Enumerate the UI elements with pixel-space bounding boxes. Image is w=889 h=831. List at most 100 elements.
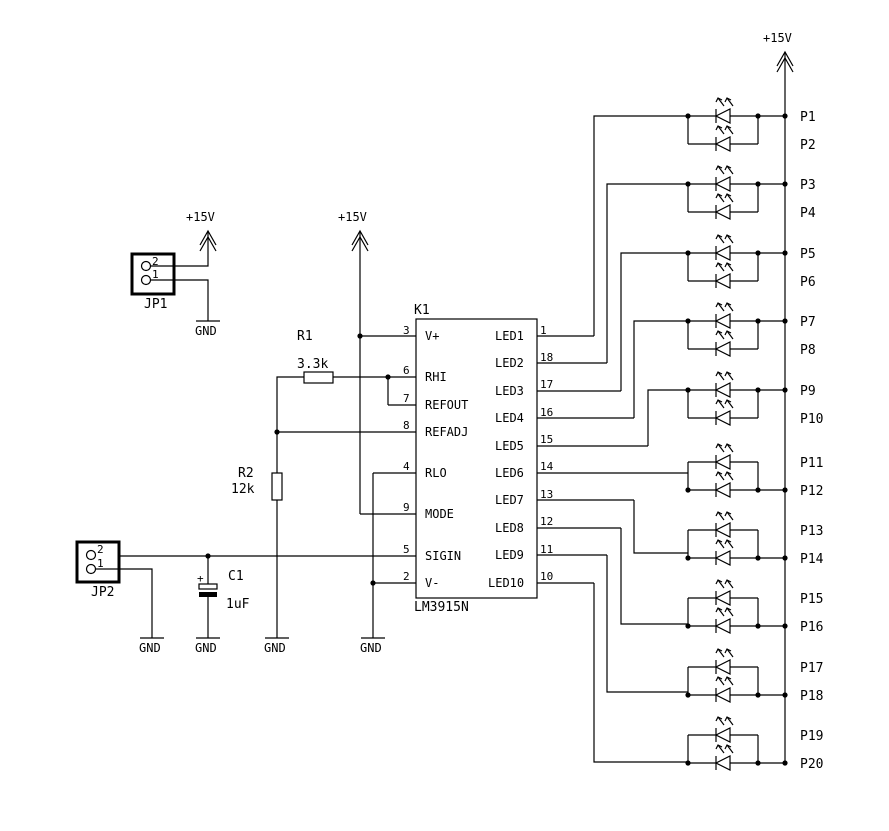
junction-dot [685, 113, 691, 119]
ic-pin-name: LED2 [495, 356, 524, 370]
ic-part: LM3915N [414, 600, 469, 615]
ic-pin-num: 11 [540, 543, 553, 556]
ic-pin-name: V+ [425, 329, 439, 343]
ic-pin-name: LED6 [495, 466, 524, 480]
ic-pin-num: 18 [540, 351, 553, 364]
ic-supply: +15V [338, 210, 369, 514]
ic-pin-name: LED5 [495, 439, 524, 453]
led-label: P15 [800, 592, 823, 607]
junction-dot [274, 429, 280, 435]
junction-dot [357, 333, 363, 339]
led-label: P14 [800, 552, 824, 567]
led-label: P18 [800, 689, 823, 704]
ic-pin-num: 4 [403, 460, 410, 473]
ic-pin-name: V- [425, 576, 439, 590]
ic-pin-name: RLO [425, 466, 447, 480]
ic-pin-num: 8 [403, 419, 410, 432]
ic-lm3915: K1 LM3915N 3 V+ 6 RHI 7 REFOUT 8 REFADJ … [120, 303, 688, 615]
junction-dot [370, 580, 376, 586]
rlo-vminus-ground [370, 473, 376, 638]
junction-dot [755, 113, 761, 119]
rhi-refout-link [385, 374, 391, 405]
c1-polarity: + [197, 572, 204, 585]
junction-dot [685, 487, 691, 493]
led-icon [714, 125, 734, 152]
junction-dot [782, 692, 788, 698]
led-label: P8 [800, 343, 816, 358]
jp2-pin-2: 2 [97, 543, 104, 556]
ic-pin-num: 12 [540, 515, 553, 528]
led-icon [714, 676, 734, 703]
junction-dot [755, 318, 761, 324]
connector-jp2: 2 1 JP2 [75, 540, 153, 638]
junction-dot [685, 387, 691, 393]
gnd-label: GND [139, 641, 161, 655]
connector-jp1: 2 1 JP1 +15V [130, 210, 217, 321]
capacitor-c1: + C1 1uF [197, 553, 250, 638]
led-label: P4 [800, 206, 816, 221]
gnd-label: GND [360, 641, 382, 655]
led-label: P19 [800, 729, 823, 744]
ic-pin-name: MODE [425, 507, 454, 521]
led-label: P2 [800, 138, 816, 153]
jp2-ref: JP2 [91, 585, 114, 600]
ic-pin-name: LED3 [495, 384, 524, 398]
led-label: P16 [800, 620, 823, 635]
led-icon [714, 579, 734, 606]
led-icon [714, 716, 734, 743]
ic-pin-num: 9 [403, 501, 410, 514]
led-label: P12 [800, 484, 823, 499]
ic-pin-name: LED1 [495, 329, 524, 343]
led-icon [714, 97, 734, 124]
power-label-15v-top: +15V [763, 31, 792, 45]
ic-pin-name: REFOUT [425, 398, 468, 412]
jp1-ref: JP1 [144, 297, 167, 312]
ic-pin-num: 16 [540, 406, 553, 419]
led-label: P9 [800, 384, 816, 399]
led-icon [714, 744, 734, 771]
junction-dot [782, 113, 788, 119]
led-label: P17 [800, 661, 823, 676]
ic-pin-num: 6 [403, 364, 410, 377]
ic-pin-num: 13 [540, 488, 553, 501]
ic-pin-num: 3 [403, 324, 410, 337]
led-label: P1 [800, 110, 816, 125]
jp1-pin-1: 1 [152, 268, 159, 281]
junction-dot [685, 250, 691, 256]
led-icon [714, 262, 734, 289]
junction-dot [685, 623, 691, 629]
resistor-r2: R2 12k [231, 429, 283, 638]
led-label: P3 [800, 178, 816, 193]
led-array: P1P2P3P4P5P6P7P8P9P10P11P12P13P14P15P16P… [685, 97, 824, 772]
junction-dot [755, 181, 761, 187]
ic-pin-name: LED8 [495, 521, 524, 535]
junction-dot [755, 623, 761, 629]
led-label: P10 [800, 412, 823, 427]
led-label: P11 [800, 456, 823, 471]
led-icon [714, 193, 734, 220]
led-label: P13 [800, 524, 823, 539]
junction-dot [782, 623, 788, 629]
junction-dot [782, 318, 788, 324]
led-label: P5 [800, 247, 816, 262]
ic-pin-name: REFADJ [425, 425, 468, 439]
ic-pin-name: LED7 [495, 493, 524, 507]
jp1-pin-2: 2 [152, 255, 159, 268]
gnd-label: GND [195, 641, 217, 655]
ground-symbols: GND GND GND GND GND [139, 320, 385, 655]
ic-pin-name: RHI [425, 370, 447, 384]
gnd-label: GND [195, 324, 217, 338]
led-icon [714, 511, 734, 538]
r1-ref: R1 [297, 329, 313, 344]
junction-dot [755, 692, 761, 698]
junction-dot [755, 387, 761, 393]
r1-value: 3.3k [297, 357, 328, 372]
ic-pin-name: LED10 [488, 576, 524, 590]
